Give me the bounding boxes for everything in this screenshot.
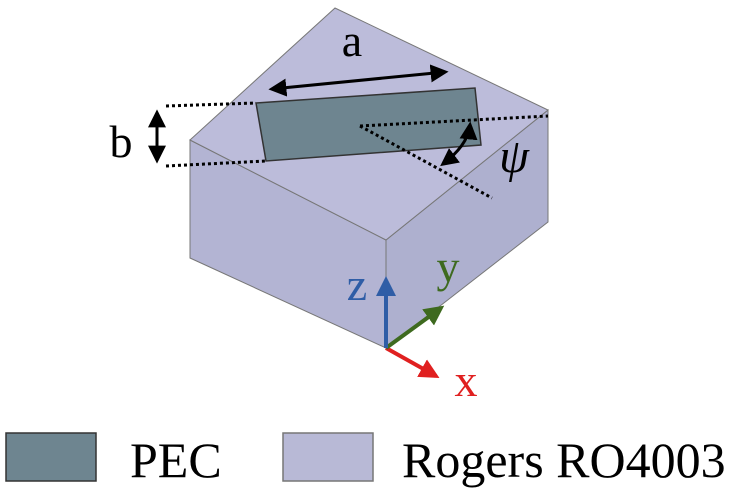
label-psi: ψ [499, 130, 530, 183]
legend-swatch-rogers [282, 432, 374, 482]
coordinate-axes: x y z [347, 241, 478, 406]
dimension-b-guide-bottom [165, 159, 267, 168]
substrate-block [189, 7, 549, 350]
axis-x-arrow [385, 346, 440, 378]
axis-y-label: y [437, 241, 460, 292]
legend-label-rogers: Rogers RO4003 [402, 432, 726, 488]
psi-guide-diagonal [359, 124, 493, 200]
axis-y-arrow [384, 305, 445, 350]
axis-x-label: x [455, 355, 478, 406]
psi-guide-horizontal [359, 114, 549, 128]
legend: PEC Rogers RO4003 [5, 432, 726, 488]
legend-label-pec: PEC [130, 432, 222, 488]
label-a: a [342, 15, 362, 66]
legend-swatch-pec [5, 432, 97, 482]
axis-z-label: z [347, 259, 367, 310]
label-b: b [110, 116, 133, 167]
dimension-a-arrow [268, 64, 449, 97]
psi-angle-arrow [440, 121, 478, 167]
